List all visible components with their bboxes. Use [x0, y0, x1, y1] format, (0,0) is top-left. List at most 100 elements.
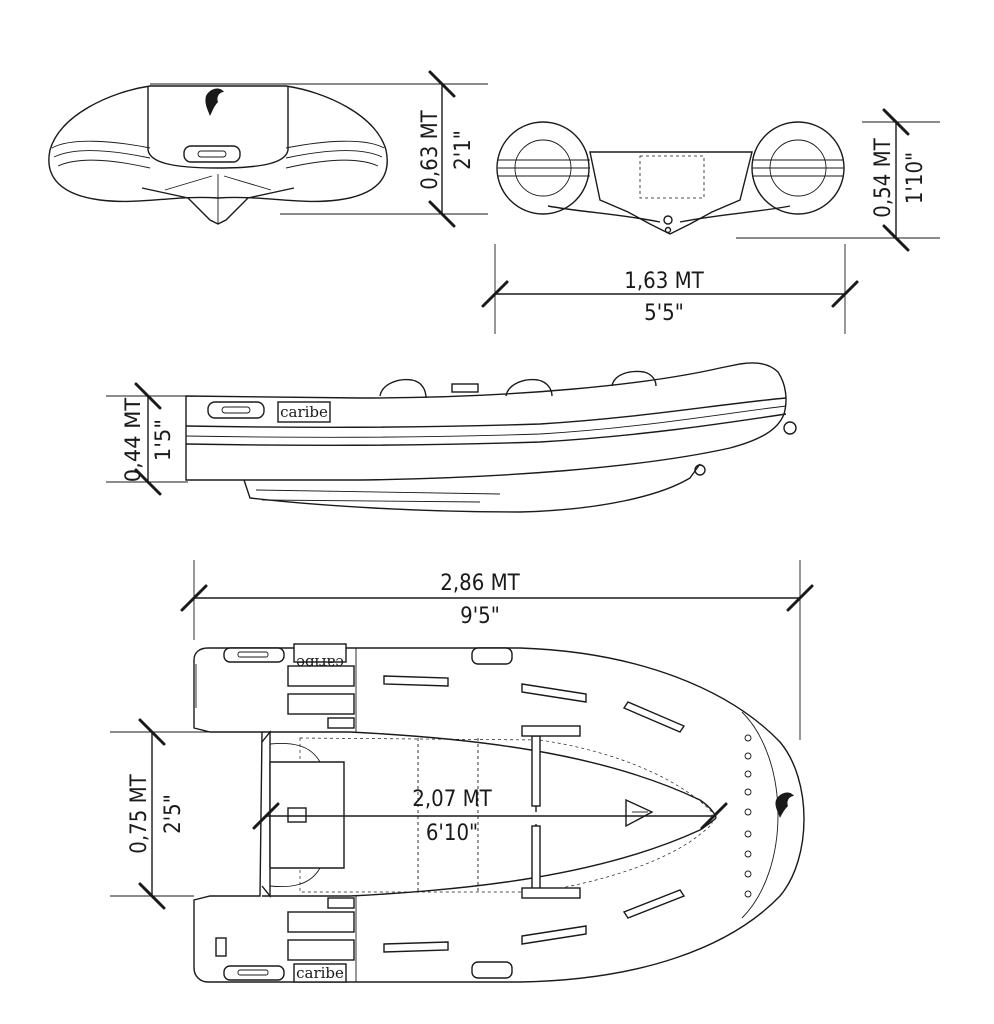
front-view: 0,63 MT 2'1" — [48, 70, 488, 228]
rear-height-tick-bottom — [882, 224, 910, 252]
side-tube-outline — [185, 362, 787, 481]
top-pad-upper-1 — [287, 665, 355, 687]
rear-height-metric: 0,54 MT — [871, 137, 896, 217]
top-oarlock-upper — [471, 647, 513, 665]
side-tube-metric: 0,44 MT — [121, 398, 145, 483]
top-bow-fitting — [625, 798, 654, 828]
rear-beam-metric: 1,63 MT — [624, 269, 704, 294]
top-strip-lower-3 — [622, 889, 686, 919]
side-view: caribe 0,44 MT 1'5" — [106, 362, 797, 513]
rear-transom — [589, 151, 753, 235]
front-band-r1 — [285, 140, 385, 149]
side-hull — [243, 463, 701, 513]
top-logo-lower: caribe — [296, 964, 344, 982]
top-handle-upper — [223, 647, 285, 663]
front-dim-tick-top — [428, 70, 456, 98]
rear-beam-tick-right — [831, 280, 859, 308]
side-rubrail-top — [185, 397, 787, 429]
top-floor-mesh — [299, 737, 713, 893]
top-pad-lower-1 — [287, 911, 355, 933]
top-logo-plate-upper — [293, 643, 347, 663]
top-strip-lower-1 — [383, 941, 449, 953]
top-inner-beam-tick-top — [138, 718, 166, 746]
front-band-l1 — [51, 140, 151, 149]
top-outer-outline — [193, 647, 805, 983]
side-tow-eye — [694, 464, 706, 476]
top-floor-batten-upper — [531, 735, 541, 807]
top-view: 2,86 MT 9'5" — [110, 560, 814, 983]
top-inner-length-metric: 2,07 MT — [412, 787, 492, 812]
top-oarlock-lower — [471, 961, 513, 979]
side-top-fitting-3 — [611, 370, 657, 387]
side-logo: caribe — [280, 403, 328, 421]
side-tube-imperial: 1'5" — [151, 419, 175, 461]
side-bow-eye — [783, 421, 797, 435]
top-stern-seat — [269, 761, 345, 869]
front-handle — [183, 145, 241, 163]
rear-height-tick-top — [882, 108, 910, 136]
top-valve-lower — [215, 937, 227, 957]
top-drain — [287, 807, 307, 823]
top-strip-upper-3 — [622, 701, 686, 733]
rear-beam-tick-left — [481, 280, 509, 308]
side-top-fitting-2 — [505, 378, 553, 397]
side-strake-1 — [255, 489, 501, 495]
side-tick-bottom — [134, 468, 162, 496]
top-strip-lower-2 — [521, 925, 587, 945]
top-bow-rivets — [744, 734, 752, 898]
side-handle — [207, 401, 265, 419]
top-cleat-upper — [327, 717, 355, 729]
top-pad-lower-2 — [287, 939, 355, 961]
top-inner-edge-upper — [262, 731, 717, 819]
front-band-r3 — [285, 159, 379, 169]
top-handle-upper-grip — [237, 651, 269, 658]
top-inner-length-tick-left — [252, 802, 280, 830]
side-rubrail-mid — [185, 405, 787, 438]
top-bow-seam — [741, 711, 779, 919]
top-strip-upper-1 — [383, 675, 449, 687]
side-top-fitting-1 — [379, 378, 427, 399]
top-floor-batten-lower — [531, 825, 541, 893]
top-stern-knees — [269, 742, 321, 888]
top-step-lower — [521, 887, 581, 899]
top-strip-upper-2 — [521, 683, 587, 703]
top-handle-lower — [223, 965, 285, 981]
front-dim-tick-bottom — [428, 200, 456, 228]
rear-view: 0,54 MT 1'10" 1,63 MT 5'5" — [481, 108, 940, 334]
side-tick-top — [134, 382, 162, 410]
top-logo-plate-lower — [293, 963, 347, 983]
top-length-tick-left — [180, 584, 208, 612]
front-height-imperial: 2'1" — [451, 130, 476, 170]
top-inner-beam-imperial: 2'5" — [161, 794, 186, 834]
side-oarlock — [451, 383, 479, 393]
side-strake-2 — [261, 499, 481, 503]
rear-height-imperial: 1'10" — [903, 152, 928, 204]
rear-tow-eye — [664, 226, 672, 234]
front-hull-strake-l — [164, 175, 213, 191]
rear-drain-plug — [663, 215, 673, 225]
front-band-l3 — [57, 159, 151, 169]
side-handle-grip — [221, 406, 251, 414]
top-pad-upper-2 — [287, 693, 355, 715]
top-length-tick-right — [786, 584, 814, 612]
front-handle-grip — [197, 150, 227, 158]
rear-floor-mesh — [639, 155, 705, 199]
front-hull-strake-r — [223, 175, 272, 191]
rear-beam-imperial: 5'5" — [644, 301, 684, 326]
front-band-r2 — [285, 150, 383, 159]
top-inner-beam-metric: 0,75 MT — [127, 773, 152, 853]
top-step-upper — [521, 725, 581, 737]
dolphin-icon — [205, 88, 224, 116]
top-dolphin-icon — [775, 792, 794, 818]
side-logo-plate — [277, 401, 331, 423]
top-inner-length-tick-right — [700, 802, 728, 830]
side-rubrail-bottom — [185, 413, 787, 447]
front-height-metric: 0,63 MT — [418, 109, 443, 189]
front-band-l2 — [53, 150, 151, 159]
top-length-imperial: 9'5" — [460, 604, 500, 629]
top-inner-length-imperial: 6'10" — [426, 821, 478, 846]
top-handle-lower-grip — [237, 969, 269, 976]
top-inner-beam-tick-bottom — [138, 882, 166, 910]
